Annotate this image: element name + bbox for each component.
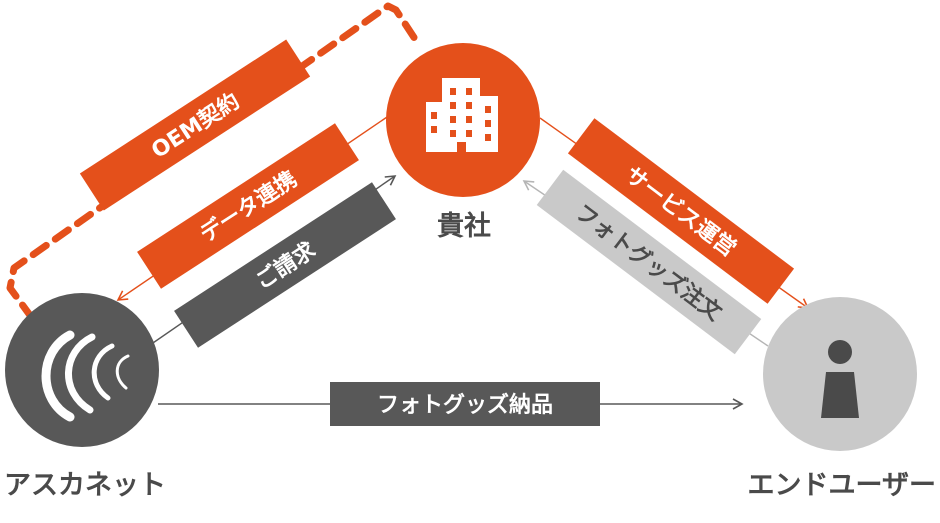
company-node [386,43,540,197]
delivery-label: フォトグッズ納品 [377,392,553,418]
enduser-label: エンドユーザー [748,470,936,501]
enduser-node [763,297,917,451]
company-label: 貴社 [437,210,491,242]
asukanet-label: アスカネット [4,470,166,501]
delivery-banner: フォトグッズ納品 [330,382,600,426]
asukanet-logo-icon [41,330,130,422]
person-icon [821,340,859,418]
building-icon [426,78,498,152]
asukanet-node [5,293,159,447]
